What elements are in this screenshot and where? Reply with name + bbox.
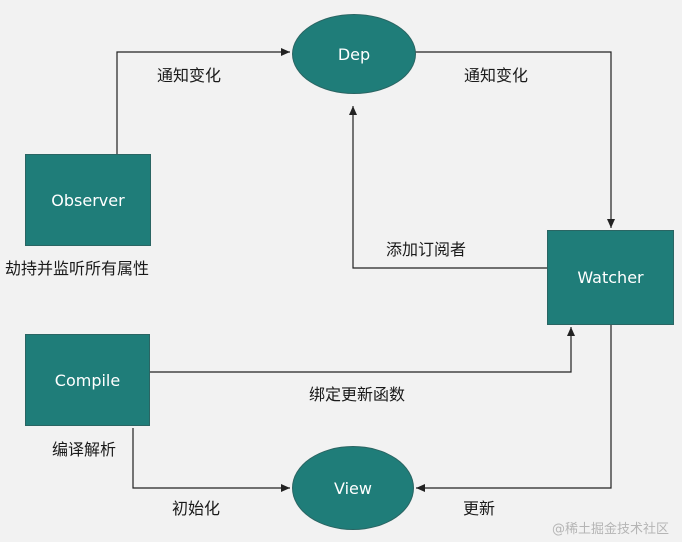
compile-node: Compile [25, 334, 150, 426]
edge-compile-to-view [132, 428, 290, 492]
observer-caption: 劫持并监听所有属性 [5, 259, 150, 278]
edge-observer-to-dep [116, 48, 290, 154]
edge-dep-to-watcher [414, 51, 615, 228]
edge-label-dep-to-watcher: 通知变化 [464, 66, 529, 85]
watcher-label: Watcher [577, 268, 644, 287]
dep-node: Dep [292, 14, 416, 94]
edge-label-watcher-to-dep: 添加订阅者 [386, 240, 467, 259]
edge-watcher-to-dep [349, 106, 547, 269]
edge-label-observer-to-dep: 通知变化 [157, 66, 222, 85]
edge-compile-to-watcher [150, 327, 575, 373]
watcher-node: Watcher [547, 230, 674, 325]
edge-label-watcher-to-view: 更新 [463, 499, 496, 518]
view-node: View [292, 446, 414, 530]
edge-label-compile-to-view: 初始化 [172, 499, 221, 518]
observer-label: Observer [51, 190, 125, 210]
compile-label: Compile [54, 370, 121, 390]
observer-node: Observer [25, 154, 151, 246]
edge-watcher-to-view [416, 325, 612, 492]
watermark: @稀土掘金技术社区 [552, 522, 670, 537]
compile-caption: 编译解析 [52, 440, 117, 459]
dep-label: Dep [337, 44, 371, 64]
view-label: View [334, 478, 372, 498]
edge-label-compile-to-watcher: 绑定更新函数 [309, 385, 406, 404]
